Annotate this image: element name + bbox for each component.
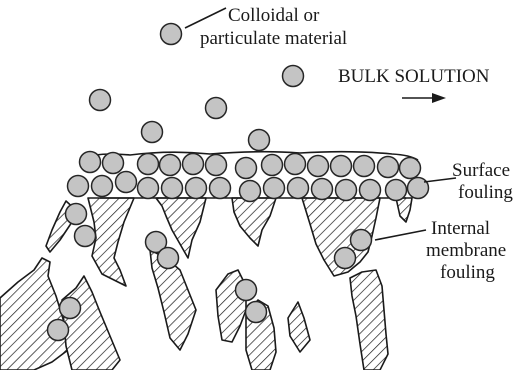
surface-fouling-particles: [68, 152, 429, 202]
particle: [92, 176, 113, 197]
internal-fouling-label-line-3: fouling: [440, 262, 495, 283]
particle: [116, 172, 137, 193]
particle: [161, 24, 182, 45]
internal-fouling-label-line-1: Internal: [431, 218, 490, 239]
particle: [378, 157, 399, 178]
particle: [90, 90, 111, 111]
particle: [288, 178, 309, 199]
particle: [246, 302, 267, 323]
particle: [386, 180, 407, 201]
membrane-fragment-bottom-2: [62, 276, 120, 370]
bulk-solution-label: BULK SOLUTION: [338, 66, 490, 87]
particle: [183, 154, 204, 175]
membrane-fragment-bottom-1: [0, 258, 68, 370]
particle: [60, 298, 81, 319]
particle: [312, 179, 333, 200]
particle: [162, 178, 183, 199]
particle: [66, 204, 87, 225]
particle: [142, 122, 163, 143]
particle: [236, 158, 257, 179]
particle: [210, 178, 231, 199]
particle: [360, 180, 381, 201]
colloidal-label-line-1: Colloidal or: [228, 5, 320, 26]
particle: [160, 155, 181, 176]
particle: [80, 152, 101, 173]
internal-fouling-label: Internal membrane fouling: [426, 218, 511, 283]
membrane-fragment-1: [88, 198, 134, 286]
particle: [308, 156, 329, 177]
particle: [138, 178, 159, 199]
particle: [48, 320, 69, 341]
membrane-fragment-3: [232, 198, 276, 246]
surface-fouling-label-line-1: Surface: [452, 160, 510, 181]
surface-fouling-label-line-2: fouling: [458, 182, 513, 203]
particle: [354, 156, 375, 177]
particle: [236, 280, 257, 301]
particle: [262, 155, 283, 176]
particle: [336, 180, 357, 201]
membrane-fragment-bottom-7: [350, 270, 388, 370]
colloidal-leader-line: [185, 8, 226, 28]
surface-fouling-label: Surface fouling: [452, 160, 515, 203]
membrane-fragment-bottom-6: [288, 302, 310, 352]
colloidal-label: Colloidal or particulate material: [200, 5, 347, 49]
particle: [285, 154, 306, 175]
particle: [283, 66, 304, 87]
particle: [206, 155, 227, 176]
membrane-fragment-5: [396, 198, 412, 222]
membrane-structure: [0, 198, 412, 370]
flow-arrow-icon: [402, 93, 446, 103]
particle: [400, 158, 421, 179]
particle: [186, 178, 207, 199]
particle: [75, 226, 96, 247]
colloidal-label-line-2: particulate material: [200, 28, 347, 49]
particle: [264, 178, 285, 199]
particle: [249, 130, 270, 151]
particle: [408, 178, 429, 199]
particle: [68, 176, 89, 197]
particle: [103, 153, 124, 174]
particle: [351, 230, 372, 251]
particle: [158, 248, 179, 269]
internal-fouling-leader-line: [375, 230, 426, 240]
particle: [240, 181, 261, 202]
particle: [335, 248, 356, 269]
particle: [331, 156, 352, 177]
internal-fouling-label-line-2: membrane: [426, 240, 506, 261]
particle: [206, 98, 227, 119]
particle: [138, 154, 159, 175]
